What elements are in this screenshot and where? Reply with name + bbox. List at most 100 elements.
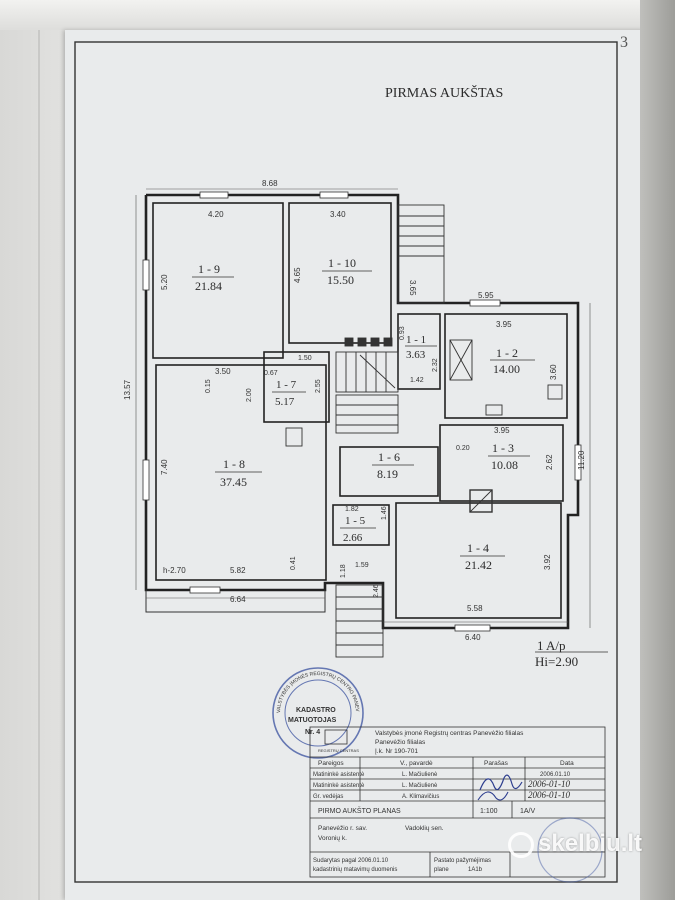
plan-name: PIRMO AUKŠTO PLANAS <box>318 806 401 815</box>
room-1-5-id: 1 - 5 <box>345 515 366 527</box>
dim-overall-width: 8.68 <box>262 179 278 188</box>
cadastre-stamp: VALSTYBĖS ĮMONĖS REGISTRŲ CENTRO PANEVĖŽ… <box>0 0 364 759</box>
row-2-date: 2006-01-10 <box>528 779 570 789</box>
plan-code: 1A/V <box>520 808 536 815</box>
dimension-lines <box>135 188 591 628</box>
second-stamp <box>537 817 603 883</box>
row-1-date: 2006.01.10 <box>540 772 571 778</box>
room-1-10-id: 1 - 10 <box>328 256 356 270</box>
window-marks <box>142 191 582 632</box>
stairs-top <box>397 204 445 304</box>
room-1-10-dim-width: 3.40 <box>330 210 346 219</box>
row-1-position: Matininkė asistentė <box>313 772 365 778</box>
room-1-10-area: 15.50 <box>327 273 354 287</box>
room-1-3-dim-depth: 2.62 <box>545 454 554 470</box>
watermark: skelbiu.lt <box>538 830 643 857</box>
room-1-9-dim-width: 4.20 <box>208 210 224 219</box>
dim-stair-left: 3.65 <box>408 280 417 296</box>
room-1-4-dim-depth: 3.92 <box>543 554 552 570</box>
footer-left-1: Sudarytas pagal 2006.01.10 <box>313 858 389 864</box>
room-1-2-dim-depth: 3.60 <box>549 364 558 380</box>
room-1-8-dim-a: 3.50 <box>215 367 231 376</box>
room-1-8-dim-c: 2.00 <box>246 388 253 402</box>
room-1-9-dim-depth: 5.20 <box>160 274 169 290</box>
row-1-name: L. Mačiulienė <box>402 772 438 778</box>
footer-right-2: plane <box>434 867 449 873</box>
legend-height: Hi=2.90 <box>535 654 578 669</box>
background-top <box>0 0 675 32</box>
room-1-7-dim-a: 1.50 <box>298 355 312 362</box>
room-1-5-area: 2.66 <box>343 532 363 544</box>
room-1-9-id: 1 - 9 <box>198 262 220 276</box>
stamp-line-2: MATUOTOJAS <box>288 717 337 724</box>
dim-overall-depth: 13.57 <box>123 379 132 400</box>
room-1-5-dim-a: 1.82 <box>345 506 359 513</box>
room-1-1-area: 3.63 <box>406 349 426 361</box>
footer-right-3: 1A1b <box>468 867 483 873</box>
room-1-8-dim-e: 5.82 <box>230 566 246 575</box>
dim-bottom-right: 6.40 <box>465 633 481 642</box>
room-1-4-dim-width: 5.58 <box>467 604 483 613</box>
room-1-3-dim-width: 3.95 <box>494 426 510 435</box>
dim-bottom-left: 6.64 <box>230 595 246 604</box>
room-1-8-area: 37.45 <box>220 475 247 489</box>
room-1-8-dim-b: 0.15 <box>205 379 212 393</box>
signature-2 <box>477 791 509 801</box>
dim-top-right: 5.95 <box>478 291 494 300</box>
room-1-10-dim-depth: 4.65 <box>293 267 302 283</box>
room-1-7-id: 1 - 7 <box>276 379 297 391</box>
org-line-2: Panevėžio filialas <box>375 739 426 746</box>
stairs-dim-c: 2.46 <box>373 584 380 598</box>
room-1-9-area: 21.84 <box>195 279 222 293</box>
footer-right-1: Pastato pažymėjimas <box>434 858 491 864</box>
room-1-8-id: 1 - 8 <box>223 457 245 471</box>
org-line-1: Valstybės įmonė Registrų centras Panevėž… <box>375 730 524 737</box>
org-line-3: Į.k. Nr 190-701 <box>375 748 418 755</box>
room-1-8-dim-g: h-2.70 <box>163 566 186 575</box>
room-1-3-id: 1 - 3 <box>492 441 514 455</box>
room-1-1-dim-b: 2.32 <box>432 358 439 372</box>
room-1-6-id: 1 - 6 <box>378 450 400 464</box>
room-1-1-id: 1 - 1 <box>406 334 426 346</box>
left-page-rule <box>38 30 40 900</box>
room-1-1-dim-c: 1.42 <box>410 377 424 384</box>
room-1-2-dim-width: 3.95 <box>496 320 512 329</box>
kitchen-fixtures <box>285 339 563 513</box>
room-1-3-dim-b: 0.20 <box>456 445 470 452</box>
room-1-8-dim-d: 7.40 <box>160 459 169 475</box>
document-sheet <box>65 30 645 900</box>
room-1-7-dim-b: 0.67 <box>264 370 278 377</box>
title-block <box>309 726 606 878</box>
room-1-5-dim-b: 1.46 <box>381 506 388 520</box>
row-3-position: Gr. vedėjas <box>313 794 343 800</box>
terrace-outline <box>145 590 326 613</box>
stamp-logo-text: REGISTRŲ CENTRAS <box>318 748 359 753</box>
stairs-dim-b: 1.59 <box>355 562 369 569</box>
room-1-6-area: 8.19 <box>377 467 398 481</box>
address-line-2: Vadoklių sen. <box>405 825 444 832</box>
right-edge-shadow <box>640 0 675 900</box>
dim-right-depth: 11.20 <box>577 450 586 470</box>
row-3-date: 2006-01-10 <box>528 790 570 800</box>
room-1-2-id: 1 - 2 <box>496 346 518 360</box>
plan-title: PIRMAS AUKŠTAS <box>385 84 503 101</box>
row-2-name: L. Mačiulienė <box>402 783 438 789</box>
row-3-name: A. Klimavičius <box>402 794 439 800</box>
room-1-4-area: 21.42 <box>465 558 492 572</box>
room-1-8-dim-f: 0.41 <box>290 556 297 570</box>
th-date: Data <box>560 760 574 767</box>
address-line-1: Panevėžio r. sav. <box>318 825 367 832</box>
room-1-3-area: 10.08 <box>491 458 518 472</box>
room-1-1-dim-a: 0.93 <box>399 326 406 340</box>
room-1-7-dim-c: 2.55 <box>315 379 322 393</box>
th-name: V., pavardė <box>400 760 433 767</box>
page-number: 3 <box>620 34 628 51</box>
room-1-7-area: 5.17 <box>275 396 295 408</box>
stairs-inner <box>335 337 399 434</box>
legend-label: 1 A/p <box>537 638 566 653</box>
th-signature: Parašas <box>484 760 509 767</box>
row-2-position: Matininkė asistentė <box>313 783 365 789</box>
stamp-line-1: KADASTRO <box>296 707 336 714</box>
room-1-2-area: 14.00 <box>493 362 520 376</box>
